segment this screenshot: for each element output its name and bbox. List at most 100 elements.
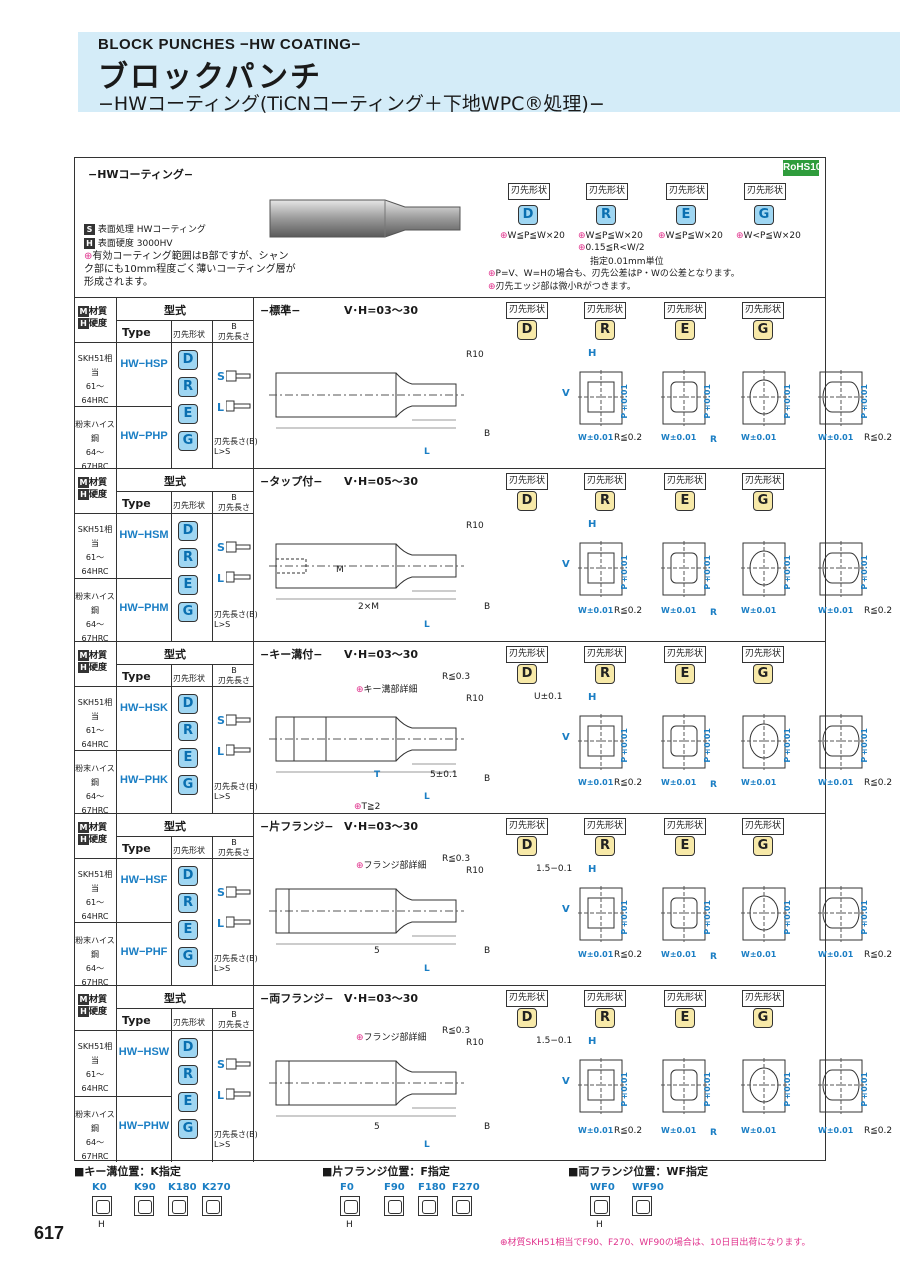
label: W±0.01 <box>578 606 614 615</box>
shape-header: 刃先形状 <box>173 846 205 855</box>
label: W±0.01 <box>818 778 854 787</box>
model-header: 型式 <box>164 820 186 833</box>
h-mark: H <box>84 238 95 249</box>
cross-section-g <box>818 541 864 597</box>
label: 61〜64HRC <box>81 382 109 405</box>
label: L <box>424 620 430 630</box>
type-code-1: HW−HSW <box>118 1046 170 1058</box>
spec-table <box>74 157 826 1161</box>
label: 61〜64HRC <box>81 1070 109 1093</box>
label: 刃先長さ(B) <box>214 782 258 791</box>
tip-e: E <box>675 836 695 856</box>
label: 刃先長さ <box>218 503 250 512</box>
type-code-2: HW−PHP <box>120 429 168 442</box>
tip-r: R <box>595 836 615 856</box>
label: V <box>562 904 570 915</box>
label: L <box>424 447 430 457</box>
label: SKH51相当 <box>77 1042 113 1065</box>
shape-e: E <box>178 1092 198 1112</box>
label: R10 <box>466 694 484 704</box>
position-label: K180 <box>168 1182 197 1193</box>
shape-e: E <box>178 575 198 595</box>
label: R≦0.2 <box>864 950 893 960</box>
tip-g: G <box>753 836 773 856</box>
intro-heading: −HWコーティング− <box>88 168 194 181</box>
label: L>S <box>214 1140 231 1149</box>
label: L>S <box>214 447 231 456</box>
shape-g: G <box>178 947 198 967</box>
label: 刃先形状 <box>506 990 548 1007</box>
label: H <box>588 692 597 703</box>
flange-position-title: 片フランジ位置：F指定 <box>332 1165 450 1178</box>
position-label: K270 <box>202 1182 231 1193</box>
label: B <box>231 1010 237 1019</box>
double-flange-position-title: 両フランジ位置：WF指定 <box>578 1165 709 1178</box>
surface-treatment: 表面処理 HWコーティング <box>97 225 206 235</box>
cross-section-d <box>578 714 624 770</box>
position-icon <box>134 1196 154 1216</box>
shape-header: 刃先形状 <box>173 330 205 339</box>
label: P±0.01 <box>783 1072 792 1107</box>
label: L <box>217 401 225 414</box>
type-code-2: HW−PHK <box>120 774 168 786</box>
label: V <box>562 1076 570 1087</box>
label: 64〜67HRC <box>81 964 109 987</box>
cross-section-g <box>818 370 864 426</box>
tip-e: E <box>675 320 695 340</box>
label: H <box>588 348 597 359</box>
lead-time-note: 材質SKH51相当でF90、F270、WF90の場合は、10日目出荷になります。 <box>507 1238 811 1248</box>
tip-d: D <box>517 1008 537 1028</box>
label: W±0.01 <box>578 778 614 787</box>
label: R10 <box>466 1038 484 1048</box>
rohs-badge: RoHS10 <box>783 160 821 176</box>
label: P±0.01 <box>783 728 792 763</box>
label: R≦0.3 <box>442 854 471 864</box>
label: L <box>217 1089 225 1102</box>
position-label: K90 <box>134 1182 156 1193</box>
label: P±0.01 <box>860 728 869 763</box>
label: 刃先長さ(B) <box>214 1130 258 1139</box>
label: R≦0.2 <box>864 606 893 616</box>
label: P±0.01 <box>703 1072 712 1107</box>
h-label: H <box>596 1220 603 1230</box>
label: H <box>588 1036 597 1047</box>
tip-e: E <box>675 664 695 684</box>
label: V <box>562 732 570 743</box>
label: W±0.01 <box>818 950 854 959</box>
label: 1.5−0.1 <box>536 864 573 874</box>
tip-shape-g: G <box>754 205 774 225</box>
tip-d: D <box>517 491 537 511</box>
label: W±0.01 <box>741 606 777 615</box>
position-label: F90 <box>384 1182 405 1193</box>
label: L>S <box>214 792 231 801</box>
label: W±0.01 <box>741 1126 777 1135</box>
label: 刃先形状 <box>742 818 784 835</box>
shape-header: 刃先形状 <box>173 501 205 510</box>
shape-r: R <box>178 721 198 741</box>
label: 刃先形状 <box>506 818 548 835</box>
label: W±0.01 <box>661 1126 697 1135</box>
label: SKH51相当 <box>77 698 113 721</box>
label: 64〜67HRC <box>81 1138 109 1161</box>
label: 材質 <box>89 307 108 317</box>
tip-r: R <box>595 320 615 340</box>
position-label: WF0 <box>590 1182 615 1193</box>
warning-icon: ⊕ <box>84 251 93 262</box>
label: U±0.1 <box>534 692 563 702</box>
shape-e: E <box>178 748 198 768</box>
tip-shape-d: D <box>518 205 538 225</box>
position-label: WF90 <box>632 1182 664 1193</box>
page-number: 617 <box>34 1223 65 1243</box>
type-code-2: HW−PHW <box>118 1120 170 1132</box>
section-title: −両フランジ− <box>260 992 334 1005</box>
label: 刃先形状 <box>584 818 626 835</box>
tip-d: D <box>517 836 537 856</box>
shape-d: D <box>178 1038 198 1058</box>
tip-g: G <box>753 1008 773 1028</box>
